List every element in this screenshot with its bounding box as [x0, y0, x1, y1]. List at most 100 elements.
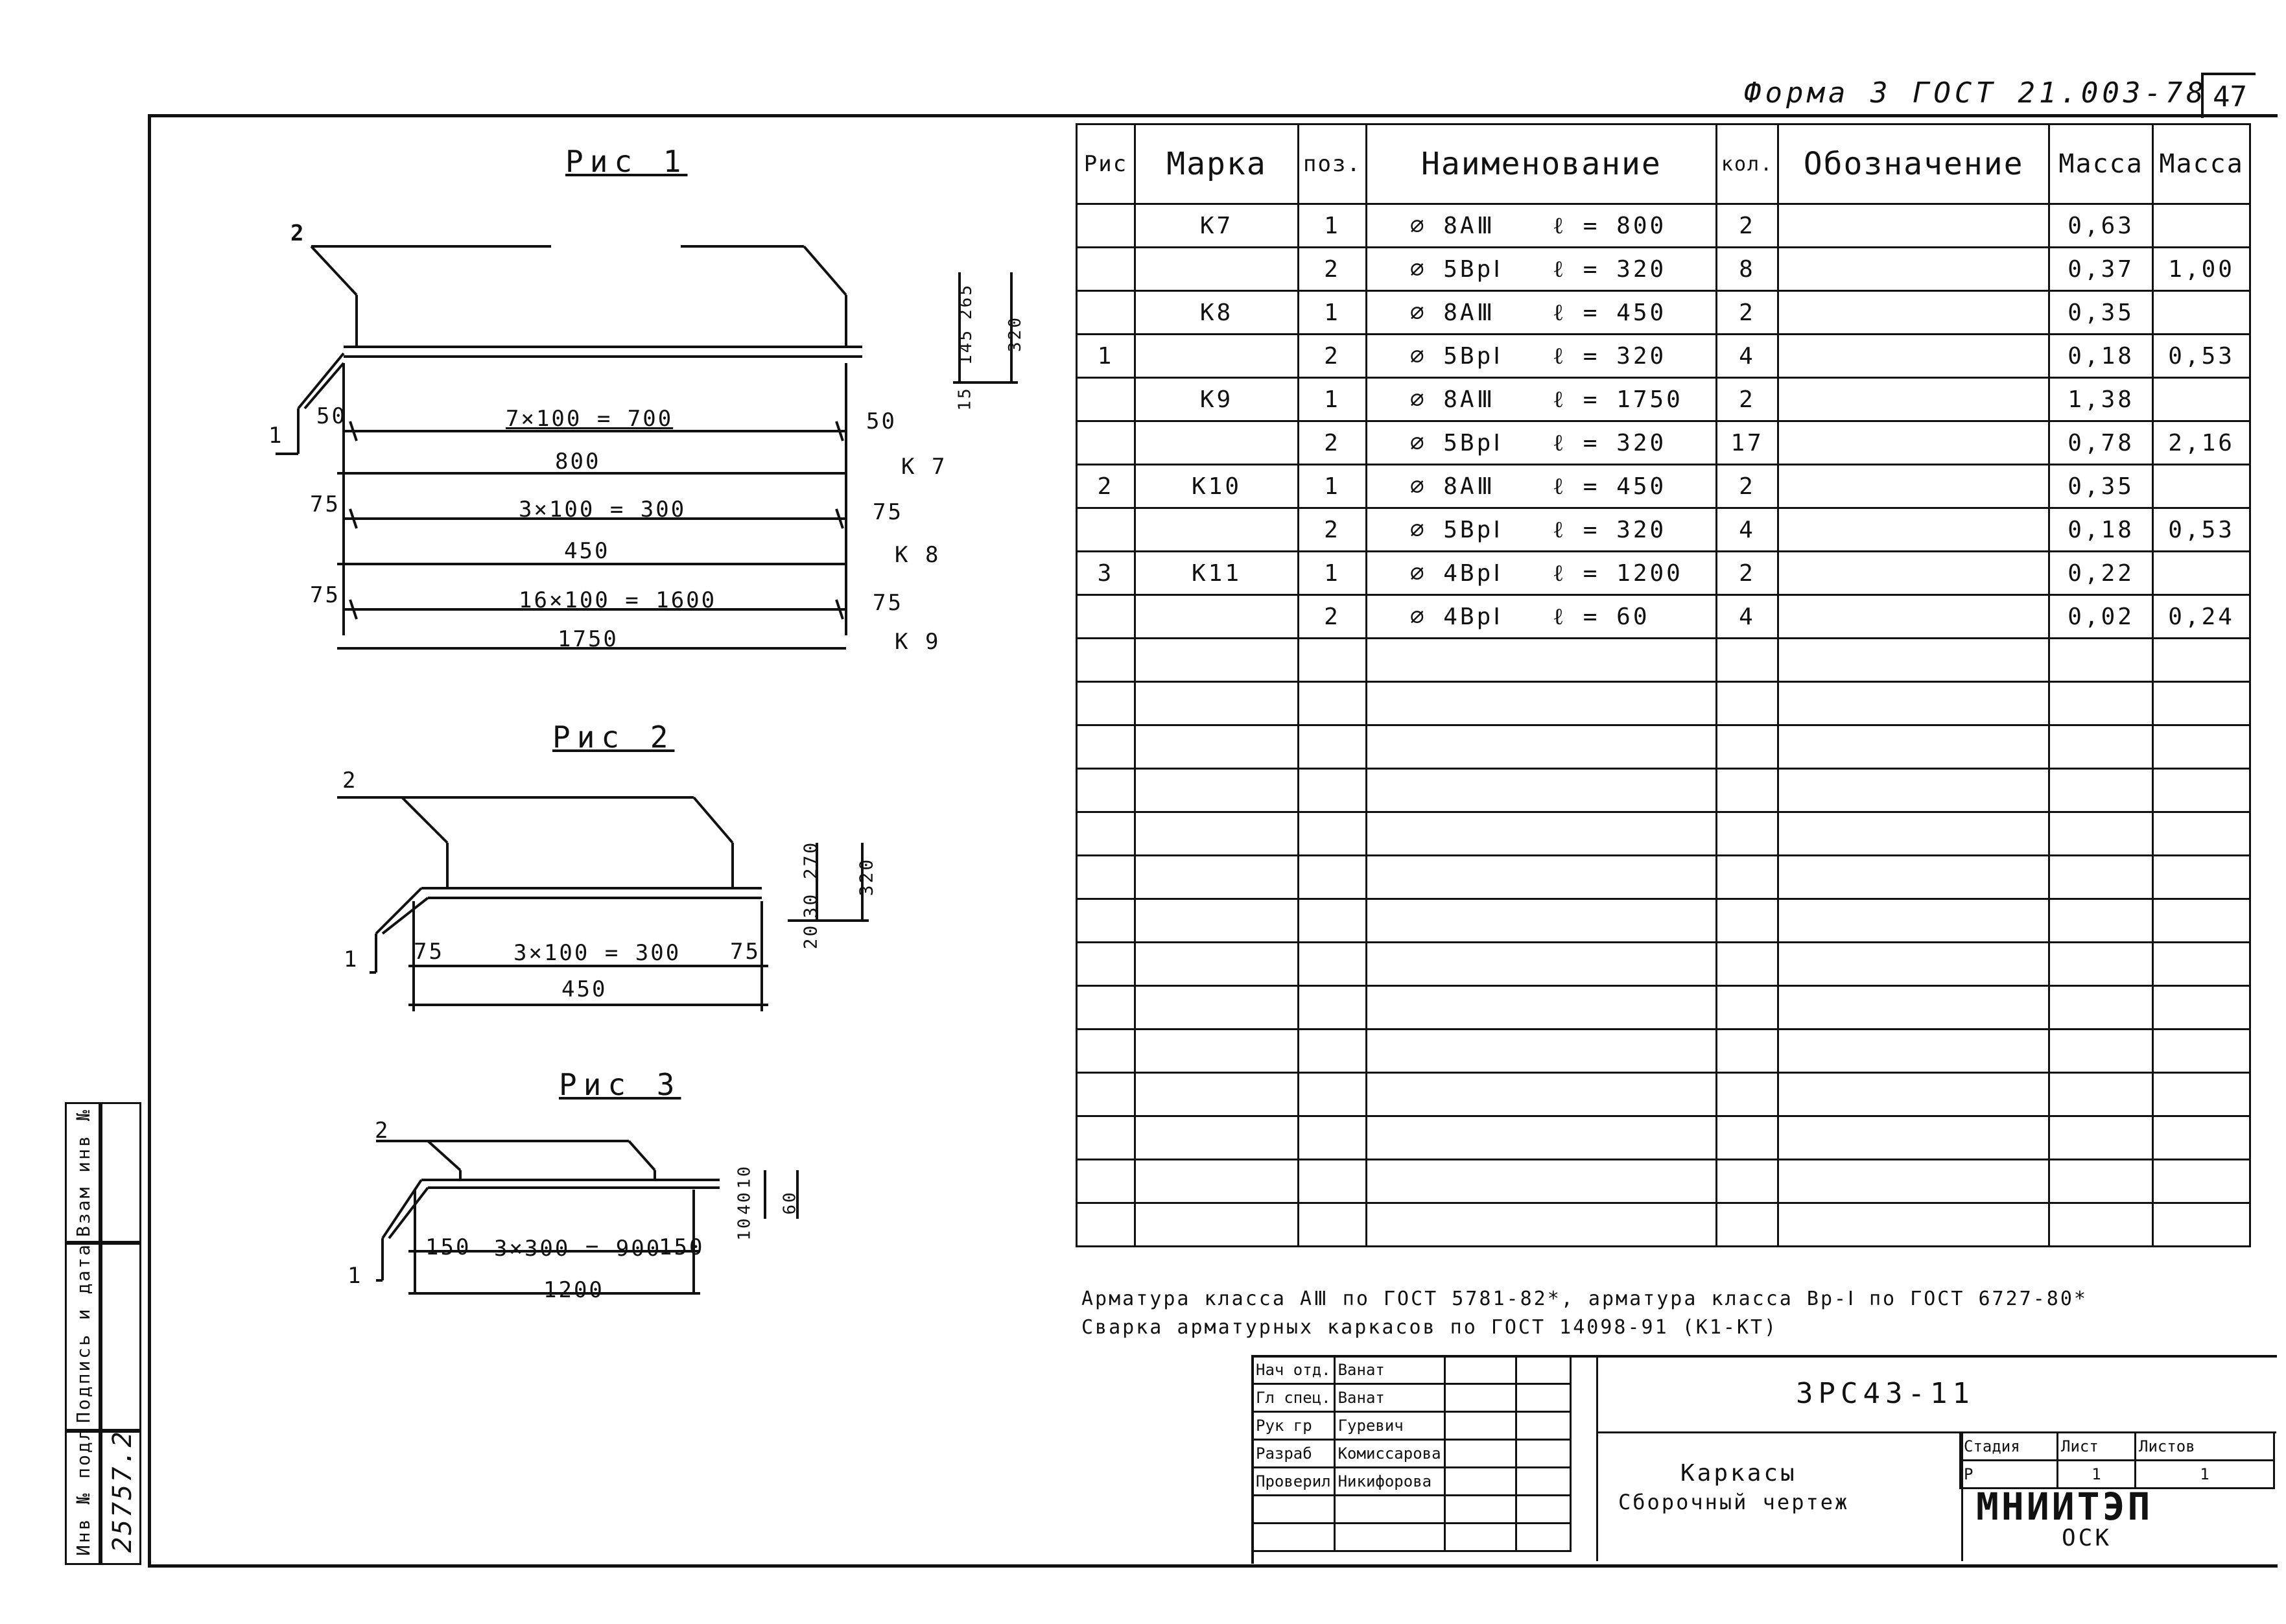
spec-empty-cell	[1134, 637, 1299, 683]
spec-empty-cell	[2152, 1115, 2252, 1160]
spec-mass-cell: 0,22	[2048, 550, 2154, 596]
spec-empty-cell	[1134, 724, 1299, 770]
sidebar-inv-replace	[65, 1102, 102, 1245]
col-pos: поз.	[1297, 123, 1367, 205]
spec-fig-cell	[1076, 203, 1136, 248]
spec-empty-cell	[1134, 1115, 1299, 1160]
spec-empty-cell	[1777, 1028, 2051, 1074]
bar-length: ℓ = 450	[1552, 300, 1667, 326]
fig1-height-145: 145	[956, 329, 976, 365]
fig2-total: 450	[561, 976, 607, 1002]
stage-table: Стадия Лист Листов Р 1 1	[1959, 1431, 2275, 1489]
spec-mark-cell	[1134, 333, 1299, 379]
spec-qty-cell: 2	[1715, 550, 1780, 596]
role-label: Разраб	[1251, 1439, 1336, 1468]
spec-total-cell: 0,24	[2152, 594, 2252, 639]
sidebar-inv-orig	[65, 1429, 102, 1565]
bar-diameter: ⌀ 5ВрⅠ	[1409, 517, 1503, 543]
spec-fig-cell	[1076, 507, 1136, 552]
col-name: Наименование	[1365, 123, 1717, 205]
role-row: Гл спец.Ванат	[1251, 1383, 1572, 1413]
spec-mark-cell	[1134, 420, 1299, 465]
stage-label: Стадия	[1959, 1431, 2058, 1461]
spec-empty-cell	[1365, 768, 1717, 813]
spec-empty-cell	[1134, 854, 1299, 900]
spec-empty-cell	[1777, 1202, 2051, 1247]
fig1-height-320: 320	[1005, 316, 1025, 352]
sidebar-col2-bot	[99, 1429, 141, 1565]
col-mark: Марка	[1134, 123, 1299, 205]
spec-pos-cell: 1	[1297, 377, 1367, 422]
spec-pos-cell: 1	[1297, 550, 1367, 596]
spec-qty-cell: 4	[1715, 594, 1780, 639]
bar-diameter: ⌀ 8АⅢ	[1409, 473, 1496, 500]
spec-empty-row	[1076, 681, 2252, 726]
spec-empty-cell	[2152, 854, 2252, 900]
fig1-k8-left: 75	[310, 491, 340, 517]
spec-pos-cell: 2	[1297, 246, 1367, 292]
spec-designation-cell	[1777, 420, 2051, 465]
sidebar-inv-number: 25757.2	[108, 1430, 137, 1553]
spec-empty-cell	[1297, 1159, 1367, 1204]
spec-empty-cell	[1076, 811, 1136, 856]
spec-empty-cell	[2152, 681, 2252, 726]
role-empty-cell	[1333, 1522, 1446, 1552]
spec-empty-cell	[1715, 1159, 1780, 1204]
spec-empty-cell	[2048, 1202, 2154, 1247]
spec-empty-row	[1076, 768, 2252, 813]
fig2-height-20: 20	[799, 923, 821, 950]
spec-empty-cell	[1076, 1159, 1136, 1204]
spec-pos-cell: 2	[1297, 420, 1367, 465]
title-line-1: Каркасы	[1680, 1460, 1797, 1487]
spec-total-cell: 1,00	[2152, 246, 2252, 292]
spec-empty-cell	[1365, 724, 1717, 770]
spec-designation-cell	[1777, 507, 2051, 552]
spec-total-cell	[2152, 203, 2252, 248]
fig2-leader-1: 1	[344, 947, 359, 972]
spec-empty-cell	[1076, 724, 1136, 770]
spec-designation-cell	[1777, 333, 2051, 379]
role-label: Нач отд.	[1251, 1355, 1336, 1385]
role-signature	[1443, 1383, 1517, 1413]
spec-empty-cell	[1134, 941, 1299, 987]
role-signature	[1443, 1411, 1517, 1441]
fig1-leader-2: 2	[290, 220, 306, 246]
role-signature	[1443, 1466, 1517, 1496]
spec-empty-cell	[2152, 1028, 2252, 1074]
spec-empty-cell	[2048, 724, 2154, 770]
spec-empty-cell	[1134, 985, 1299, 1030]
spec-empty-cell	[1365, 854, 1717, 900]
spec-empty-cell	[1715, 985, 1780, 1030]
fig1-k9-mark: К 9	[895, 629, 941, 655]
spec-empty-row	[1076, 1028, 2252, 1074]
fig3-title: Рис 3	[559, 1067, 681, 1102]
fig1-leader-1: 1	[268, 423, 284, 449]
spec-empty-cell	[1365, 941, 1717, 987]
spec-empty-cell	[1777, 898, 2051, 943]
spec-empty-cell	[1297, 1202, 1367, 1247]
spec-empty-cell	[1365, 985, 1717, 1030]
spec-total-cell	[2152, 377, 2252, 422]
role-name: Ванат	[1333, 1383, 1446, 1413]
spec-empty-cell	[1777, 681, 2051, 726]
spec-empty-cell	[1777, 637, 2051, 683]
spec-empty-cell	[1365, 1115, 1717, 1160]
role-signature	[1443, 1439, 1517, 1468]
bar-diameter: ⌀ 5ВрⅠ	[1409, 256, 1503, 283]
spec-empty-cell	[2048, 898, 2154, 943]
spec-empty-cell	[1297, 1072, 1367, 1117]
org-dept: ОСК	[2062, 1525, 2112, 1551]
role-empty-cell	[1514, 1494, 1572, 1524]
role-empty-cell	[1333, 1494, 1446, 1524]
col-fig: Рис	[1076, 123, 1136, 205]
bar-diameter: ⌀ 8АⅢ	[1409, 386, 1496, 413]
fig1-height-265: 265	[956, 283, 976, 320]
spec-designation-cell	[1777, 377, 2051, 422]
